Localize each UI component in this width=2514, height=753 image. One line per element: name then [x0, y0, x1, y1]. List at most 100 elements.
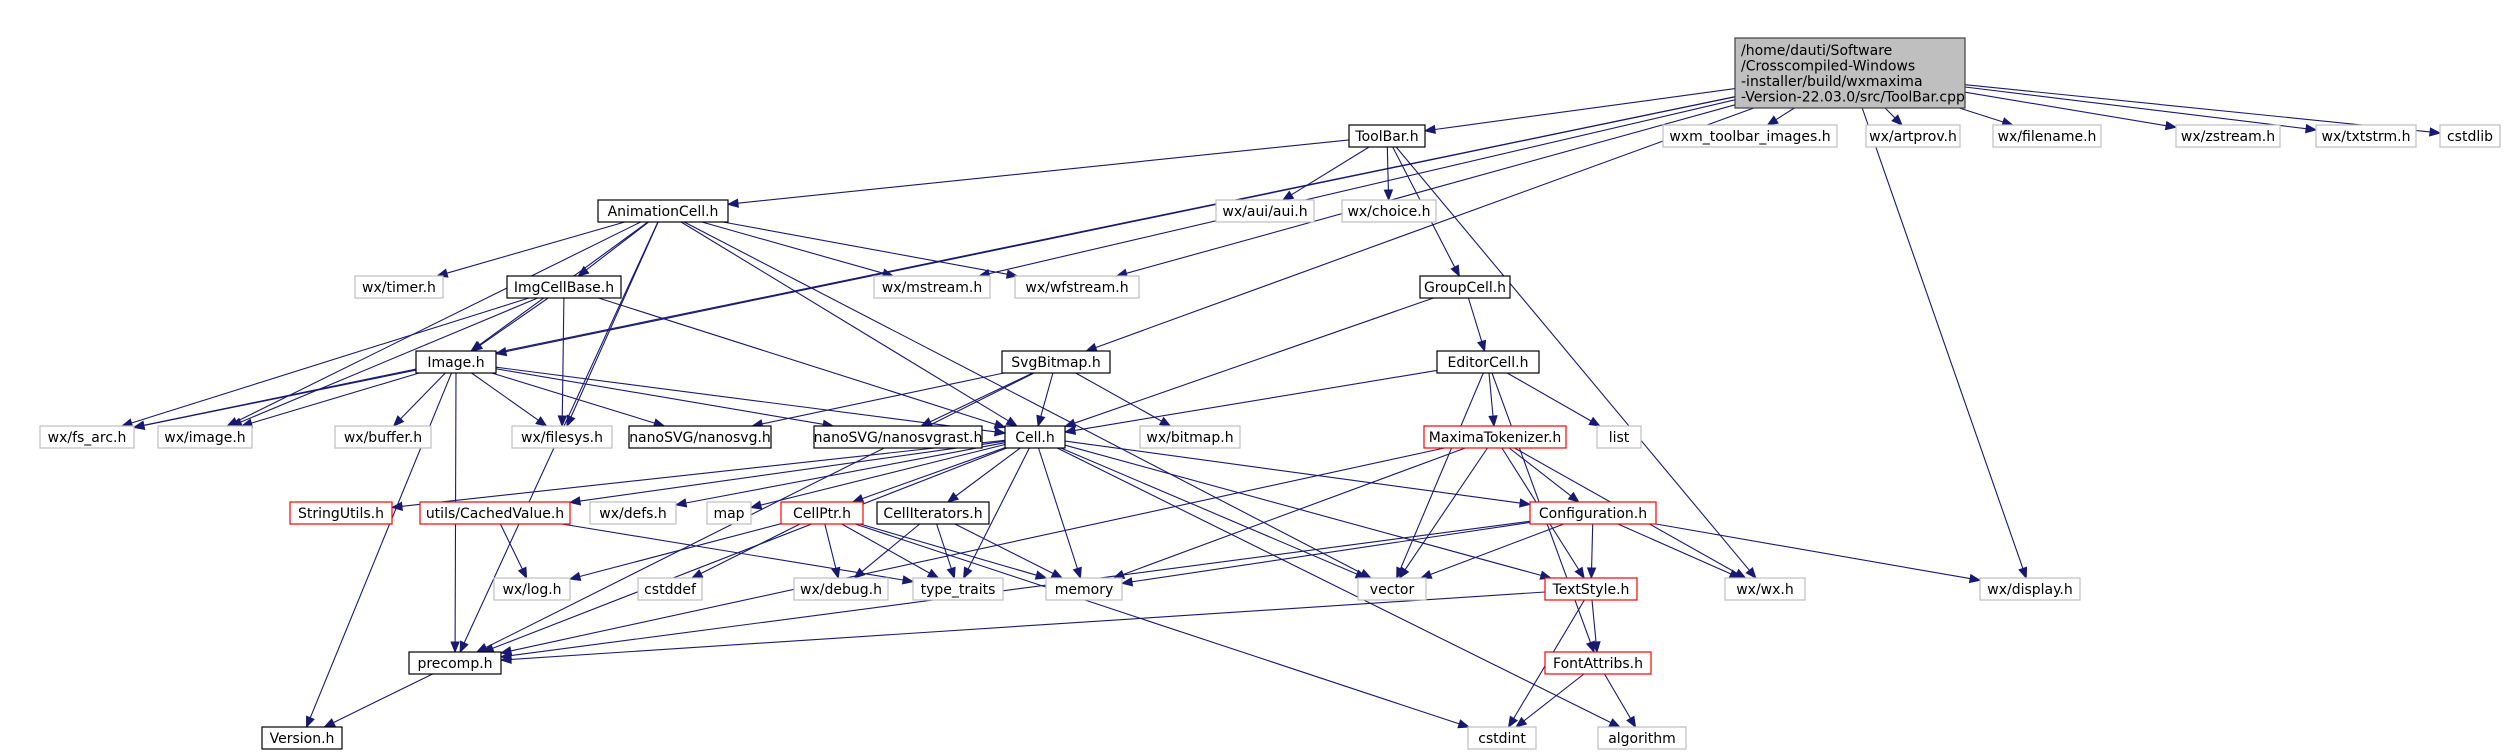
edge-toolbar_cpp-to-wx_artprov_h — [1884, 107, 1903, 126]
edge-cachedvalue_h-to-type_traits — [561, 523, 915, 585]
node-configuration-h[interactable]: Configuration.h — [1529, 501, 1657, 525]
node-box — [1001, 350, 1111, 374]
edge-textstyle_h-to-fontattribs_h — [1591, 599, 1601, 654]
edge-svgbitmap_h-to-cell_h — [1036, 372, 1054, 428]
node-cachedvalue-h[interactable]: utils/CachedValue.h — [419, 501, 571, 525]
arrow-head — [1450, 264, 1460, 278]
node-label: wx/timer.h — [362, 280, 436, 296]
edge-line — [760, 443, 1006, 506]
node-wx-defs-h: wx/defs.h — [589, 501, 677, 525]
edge-image_h-to-nanosvg_h — [491, 372, 666, 428]
edge-line — [1386, 146, 1389, 191]
arrow-head — [1515, 716, 1528, 728]
edge-line — [1861, 107, 2024, 569]
node-animationcell-h[interactable]: AnimationCell.h — [597, 199, 729, 223]
arrow-head — [853, 567, 866, 579]
node-label: algorithm — [1608, 731, 1676, 747]
node-toolbar-h[interactable]: ToolBar.h — [1348, 124, 1426, 148]
arrow-head — [305, 715, 315, 729]
edge-toolbar_h-to-wx_wx_h — [1395, 146, 1757, 580]
node-box — [637, 577, 703, 601]
node-box — [2175, 124, 2281, 148]
edge-cachedvalue_h-to-wx_log_h — [499, 523, 528, 580]
edge-toolbar_cpp-to-wx_filename_h — [1959, 107, 2014, 127]
edge-line — [499, 523, 523, 570]
node-toolbar-cpp[interactable]: /home/dauti/Software/Crosscompiled-Windo… — [1734, 37, 1966, 109]
edge-imgcellbase_h-to-image_h — [470, 297, 549, 352]
edge-line — [1037, 447, 1078, 569]
edge-cell_h-to-cellptr_h — [851, 447, 1006, 503]
edge-line — [495, 368, 824, 425]
edge-imgcellbase_h-to-cell_h — [598, 297, 1007, 429]
arrow-head — [946, 491, 960, 503]
node-editorcell-h[interactable]: EditorCell.h — [1436, 350, 1540, 374]
node-label: StringUtils.h — [298, 506, 384, 522]
node-box — [39, 425, 135, 449]
node-cellptr-h[interactable]: CellPtr.h — [780, 501, 864, 525]
edge-cell_h-to-precomp_h — [481, 447, 1007, 653]
edge-line — [859, 523, 1037, 576]
edge-line — [955, 447, 1021, 497]
node-precomp-h[interactable]: precomp.h — [408, 651, 502, 675]
arrow-head — [2164, 120, 2178, 131]
node-list: list — [1596, 425, 1642, 449]
node-imgcellbase-h[interactable]: ImgCellBase.h — [506, 275, 622, 299]
edge-image_h-to-cell_h — [495, 366, 1007, 437]
node-label: utils/CachedValue.h — [426, 506, 564, 522]
arrow-head — [901, 575, 915, 585]
edge-precomp_h-to-version_h — [323, 673, 433, 728]
node-box — [1467, 726, 1537, 750]
edge-line — [143, 369, 417, 427]
node-label: -Version-22.03.0/src/ToolBar.cpp — [1741, 89, 1965, 105]
edge-line — [1655, 523, 1971, 580]
edge-line — [1074, 369, 1438, 431]
arrow-head — [1567, 491, 1580, 503]
edge-line — [862, 447, 1006, 500]
node-version-h[interactable]: Version.h — [261, 726, 343, 750]
edge-fontattribs_h-to-algorithm — [1604, 673, 1637, 729]
node-celliterators-h[interactable]: CellIterators.h — [876, 501, 990, 525]
edge-animationcell_h-to-cell_h — [680, 221, 1019, 427]
edge-line — [1060, 447, 1358, 575]
edge-line — [1291, 146, 1370, 196]
node-stringutils-h[interactable]: StringUtils.h — [289, 501, 393, 525]
node-wx-choice-h: wx/choice.h — [1341, 199, 1437, 223]
node-box — [1529, 501, 1657, 525]
edge-cell_h-to-celliterators_h — [946, 447, 1021, 503]
edge-configuration_h-to-memory — [1120, 521, 1531, 587]
node-label: /Crosscompiled-Windows — [1741, 58, 1915, 74]
node-box — [1544, 577, 1638, 601]
node-label: wx/txtstrm.h — [2322, 129, 2411, 145]
node-maximatokenizer-h[interactable]: MaximaTokenizer.h — [1423, 425, 1567, 449]
edge-fontattribs_h-to-cstdint — [1515, 673, 1585, 728]
node-svgbitmap-h[interactable]: SvgBitmap.h — [1001, 350, 1111, 374]
node-box — [1139, 425, 1241, 449]
node-fontattribs-h[interactable]: FontAttribs.h — [1544, 651, 1652, 675]
arrow-head — [994, 427, 1007, 437]
arrow-head — [946, 566, 956, 580]
node-label: AnimationCell.h — [608, 204, 719, 220]
node-label: wx/log.h — [502, 582, 561, 598]
edge-toolbar_cpp-to-wxm_toolbar_images_h — [1766, 107, 1795, 126]
edge-imgcellbase_h-to-wx_filesys_h — [557, 297, 568, 428]
node-textstyle-h[interactable]: TextStyle.h — [1544, 577, 1638, 601]
edge-line — [1523, 673, 1585, 722]
node-label: wx/aui/aui.h — [1222, 204, 1307, 220]
arrow-head — [517, 566, 528, 580]
node-groupcell-h[interactable]: GroupCell.h — [1419, 275, 1511, 299]
edge-line — [1964, 84, 2431, 133]
arrow-head — [749, 500, 763, 510]
node-wxm-toolbar-images-h: wxm_toolbar_images.h — [1662, 124, 1838, 148]
node-image-h[interactable]: Image.h — [415, 350, 497, 374]
edge-line — [131, 297, 530, 424]
node-cell-h[interactable]: Cell.h — [1004, 425, 1066, 449]
node-label: wx/image.h — [164, 430, 245, 446]
node-nanosvgrast-h[interactable]: nanoSVG/nanosvgrast.h — [813, 425, 983, 449]
node-nanosvg-h[interactable]: nanoSVG/nanosvg.h — [628, 425, 772, 449]
node-algorithm: algorithm — [1597, 726, 1687, 750]
node-type-traits: type_traits — [912, 577, 1004, 601]
node-wx-timer-h: wx/timer.h — [354, 275, 444, 299]
node-wx-wx-h: wx/wx.h — [1724, 577, 1806, 601]
node-label: wx/choice.h — [1347, 204, 1430, 220]
edge-toolbar_h-to-wx_aui_aui_h — [1281, 146, 1370, 201]
